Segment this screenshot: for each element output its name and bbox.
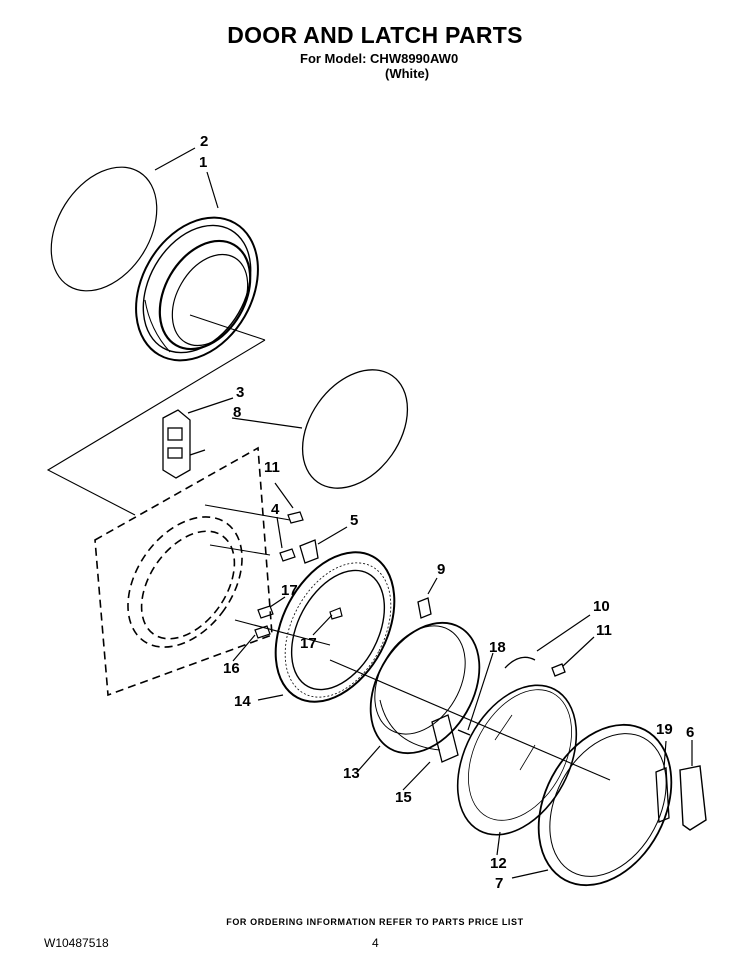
part-9-clip bbox=[417, 597, 432, 619]
callout-2: 2 bbox=[200, 133, 208, 150]
callout-5: 5 bbox=[350, 512, 358, 529]
callout-3: 3 bbox=[236, 384, 244, 401]
callout-8: 8 bbox=[233, 404, 241, 421]
part-13-inner-liner bbox=[369, 621, 481, 755]
part-5-bracket bbox=[299, 539, 319, 564]
callout-17a: 17 bbox=[281, 582, 298, 599]
callout-7: 7 bbox=[495, 875, 503, 892]
callout-leaders bbox=[154, 147, 693, 879]
callout-14: 14 bbox=[234, 693, 251, 710]
part-12-glass-cover bbox=[456, 684, 578, 836]
callout-6: 6 bbox=[686, 724, 694, 741]
page-number: 4 bbox=[372, 936, 379, 950]
part-1-outer-door bbox=[135, 216, 266, 362]
part-8-inner-glass bbox=[301, 369, 409, 489]
part-19-strip bbox=[655, 767, 670, 823]
callout-9: 9 bbox=[437, 561, 445, 578]
part-15-handle-block bbox=[431, 714, 471, 763]
callout-4: 4 bbox=[271, 501, 280, 518]
part-2-outer-glass bbox=[50, 166, 158, 292]
part-10-hinge bbox=[504, 656, 566, 677]
part-14-door-frame bbox=[274, 551, 396, 703]
callout-11: 11 bbox=[264, 459, 280, 476]
part-6-handle-cover bbox=[679, 765, 707, 831]
callout-1: 1 bbox=[199, 154, 207, 171]
callout-13: 13 bbox=[343, 765, 360, 782]
callout-11b: 11 bbox=[596, 622, 612, 639]
cabinet-front-dashed bbox=[94, 446, 273, 697]
ordering-note: FOR ORDERING INFORMATION REFER TO PARTS … bbox=[226, 917, 524, 927]
screws-11-4 bbox=[279, 511, 304, 562]
model-number: For Model: CHW8990AW0 bbox=[300, 51, 459, 66]
callout-labels: 2 1 3 8 11 4 5 9 17 17 16 14 10 11 18 13… bbox=[199, 133, 694, 892]
callout-12: 12 bbox=[490, 855, 507, 872]
part-3-latch bbox=[162, 409, 206, 479]
callout-16: 16 bbox=[223, 660, 240, 677]
model-variant: (White) bbox=[385, 66, 430, 81]
part-7-outer-ring bbox=[537, 723, 673, 887]
callout-17b: 17 bbox=[300, 635, 317, 652]
page-title: DOOR AND LATCH PARTS bbox=[227, 22, 523, 48]
screws-16-17 bbox=[254, 605, 343, 639]
callout-19: 19 bbox=[656, 721, 673, 738]
document-number: W10487518 bbox=[44, 936, 109, 950]
callout-15: 15 bbox=[395, 789, 412, 806]
callout-18: 18 bbox=[489, 639, 506, 656]
callout-10: 10 bbox=[593, 598, 610, 615]
